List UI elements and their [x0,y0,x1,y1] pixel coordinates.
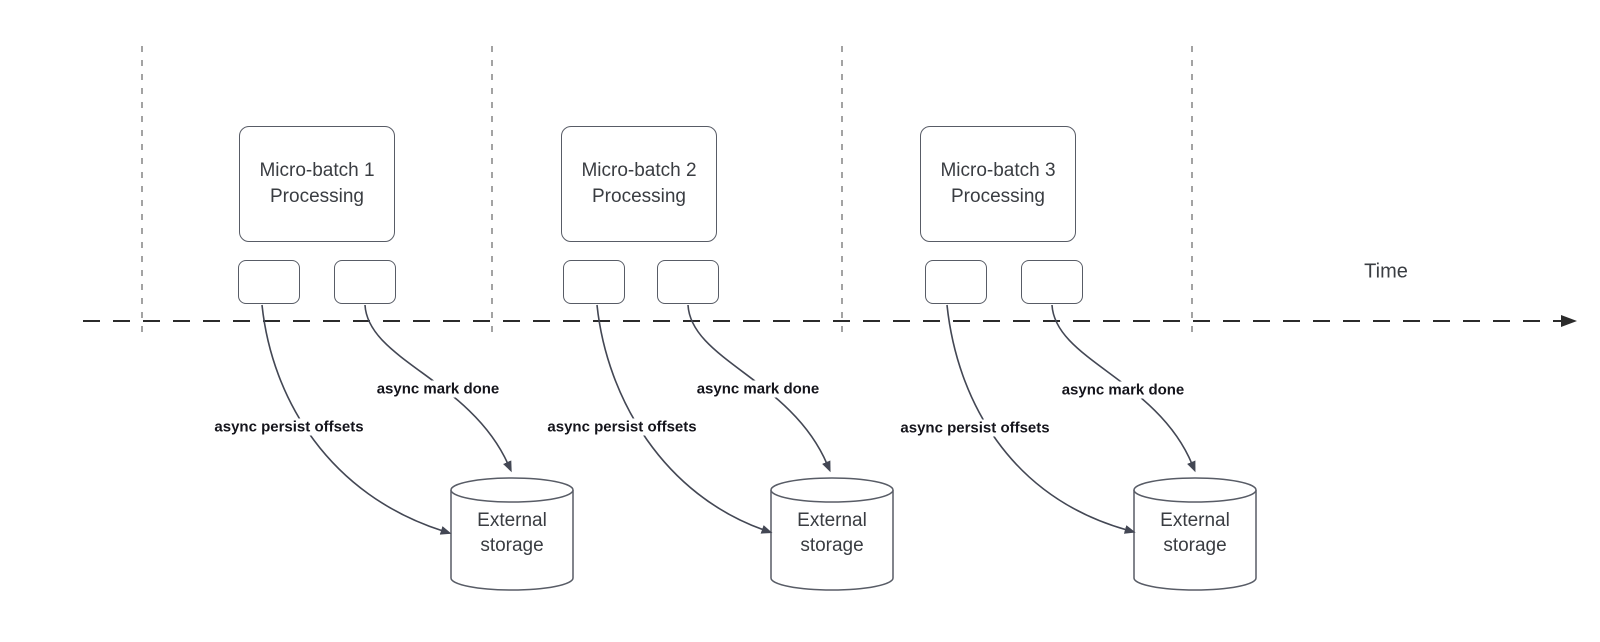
external-storage-label: External storage [797,510,867,556]
persist-offsets-arrow-3 [946,304,1136,534]
mark-done-label: async mark done [373,380,503,398]
persist-offsets-label: async persist offsets [544,418,700,436]
done-task-box-2 [657,260,719,304]
micro-batch-box-3: Micro-batch 3 Processing [920,126,1076,242]
storage-cylinder-1 [450,477,574,591]
external-storage-label: External storage [477,510,547,556]
done-task-box-3 [1021,260,1083,304]
cylinder-top [770,477,894,503]
cylinder-top [450,477,574,503]
cylinder-top [1133,477,1257,503]
done-task-box-1 [334,260,396,304]
persist-offsets-label: async persist offsets [897,419,1053,437]
micro-batch-box-label: Micro-batch 3 Processing [940,160,1056,207]
persist-task-box-1 [238,260,300,304]
storage-cylinder-3 [1133,477,1257,591]
cylinder-body [450,490,574,591]
mark-done-arrow-2 [687,304,831,473]
cylinder-body [1133,490,1257,591]
micro-batch-box-label: Micro-batch 2 Processing [581,160,697,207]
time-axis-label: Time [1364,260,1408,283]
mark-done-label: async mark done [1058,381,1188,399]
persist-task-box-2 [563,260,625,304]
persist-offsets-arrow-1 [261,304,452,535]
storage-cylinder-2 [770,477,894,591]
persist-task-box-3 [925,260,987,304]
cylinder-body [770,490,894,591]
persist-offsets-arrow-2 [596,304,773,534]
persist-offsets-label: async persist offsets [211,418,367,436]
external-storage-label: External storage [1160,510,1230,556]
micro-batch-box-2: Micro-batch 2 Processing [561,126,717,242]
mark-done-arrow-3 [1051,304,1196,473]
mark-done-arrow-1 [364,304,512,473]
micro-batch-box-1: Micro-batch 1 Processing [239,126,395,242]
mark-done-label: async mark done [693,380,823,398]
micro-batch-box-label: Micro-batch 1 Processing [259,160,375,207]
